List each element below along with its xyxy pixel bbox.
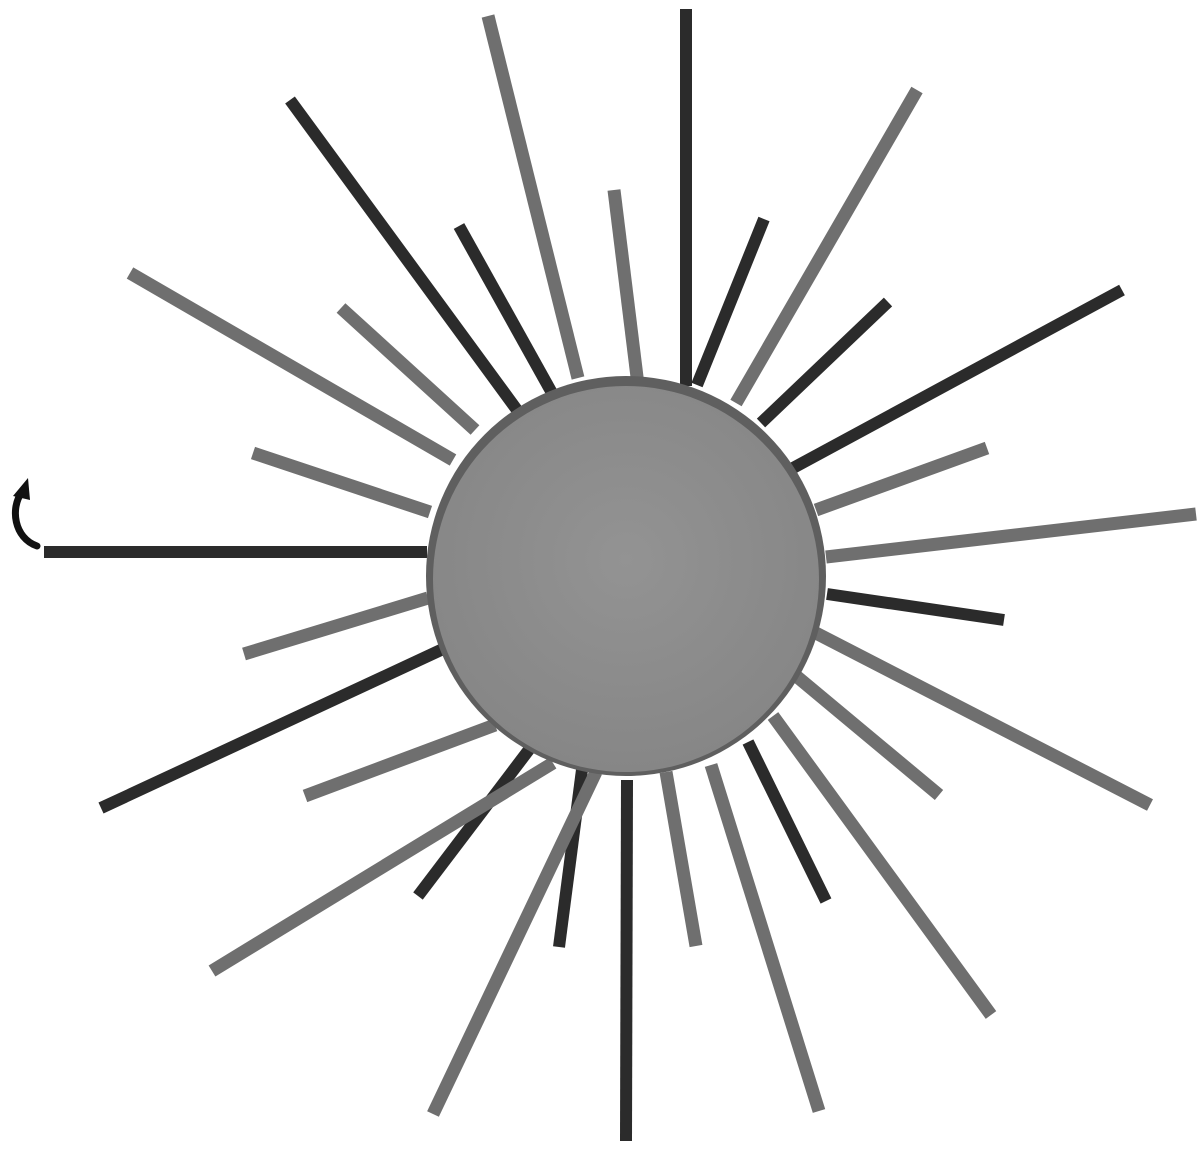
hub-disc: [426, 376, 826, 776]
hub-disc-face: [433, 386, 819, 772]
spoke-17: [626, 780, 627, 1141]
